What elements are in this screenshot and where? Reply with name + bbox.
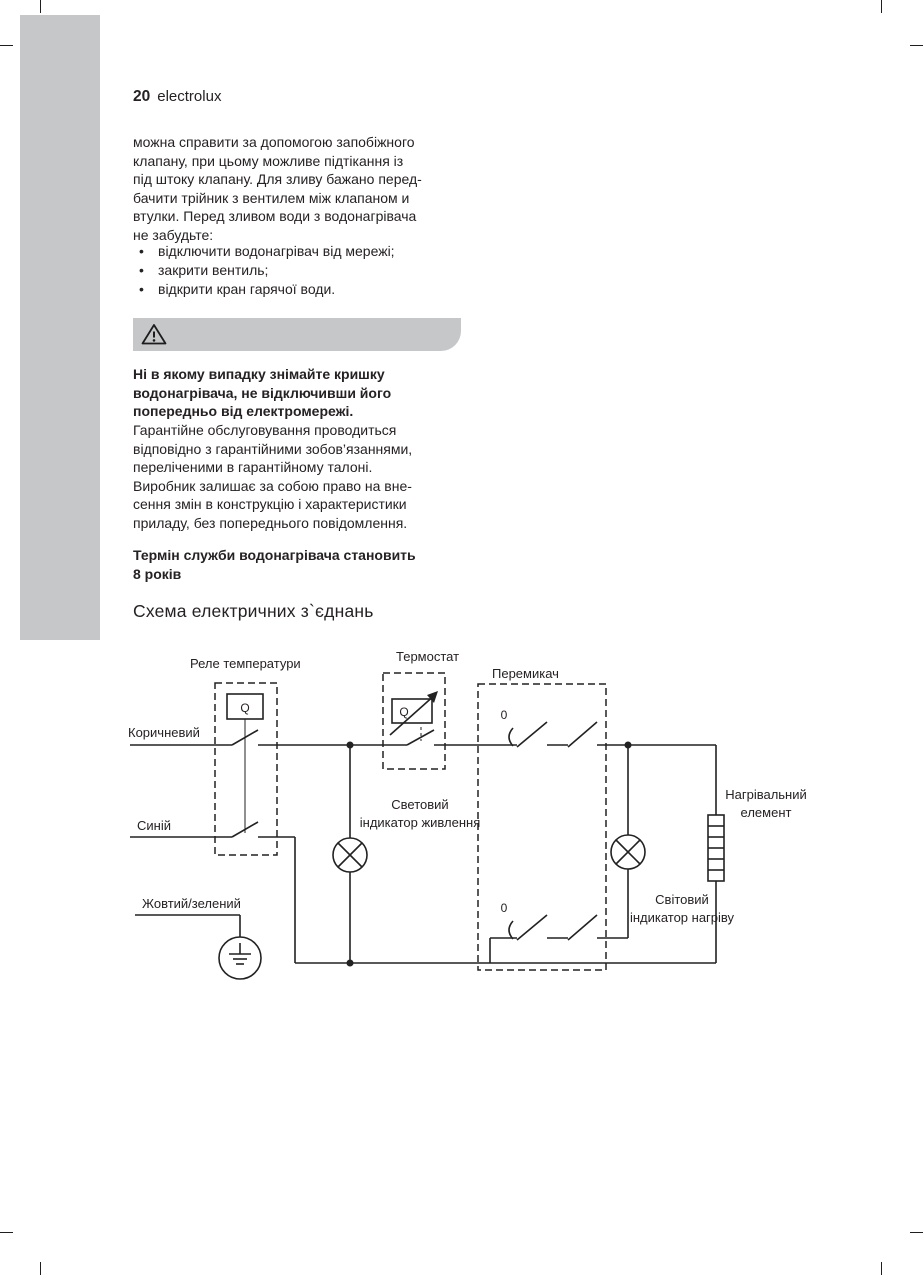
text-line: приладу, без попереднього повідомлення. <box>133 514 408 531</box>
switch-zero-label: 0 <box>501 708 508 722</box>
warning-banner <box>133 318 461 351</box>
heat-lamp-label-line1: Світовий <box>655 892 709 907</box>
junction-dot <box>346 741 354 749</box>
section-heading: Схема електричних з`єднань <box>133 601 374 621</box>
warning-text: Ні в якому випадку знімайте кришку водон… <box>133 365 391 421</box>
warranty-text: Гарантійне обслуговування проводиться ві… <box>133 421 412 532</box>
switch-dashed-box <box>477 683 607 971</box>
power-lamp-label-line2: індикатор живлення <box>360 815 481 830</box>
text-line: Виробник залишає за собою право на вне- <box>133 477 412 494</box>
switch-zero-label: 0 <box>501 901 508 915</box>
junction-dot <box>346 959 354 967</box>
thermostat-symbol: Q <box>389 691 438 746</box>
text-line: Термін служби водонагрівача становить <box>133 547 416 563</box>
brand-logo-text: electrolux <box>157 88 222 105</box>
crop-mark <box>881 0 882 13</box>
switch-label: Перемикач <box>492 666 559 681</box>
crop-mark <box>910 45 923 46</box>
text-line: 8 років <box>133 565 182 582</box>
crop-mark <box>0 1232 13 1233</box>
text-line: Гарантійне обслуговування проводиться <box>133 422 397 438</box>
thermostat-dashed-box <box>382 672 446 770</box>
heating-indicator-lamp <box>610 834 646 870</box>
text-line: не забудьте: <box>133 226 214 243</box>
ground-wire-label: Жовтий/зелений <box>142 896 241 911</box>
bullet-item: відкрити кран гарячої води. <box>133 280 395 299</box>
page-number: 20 <box>133 88 151 105</box>
text-line: Ні в якому випадку знімайте кришку <box>133 366 385 382</box>
blue-wire-label: Синій <box>137 818 171 833</box>
text-line: попередньо від електромережі. <box>133 403 354 419</box>
selector-switch-top: 0 <box>501 708 598 748</box>
heating-element-symbol <box>707 814 725 882</box>
text-line: водонагрівача, не відключивши його <box>133 384 392 401</box>
heat-lamp-label-line2: індикатор нагріву <box>630 910 735 925</box>
crop-mark <box>40 1262 41 1275</box>
thermostat-label: Термостат <box>396 649 459 664</box>
relay-label: Реле температури <box>190 656 301 671</box>
selector-switch-bottom: 0 <box>501 901 598 941</box>
junction-dot <box>624 741 632 749</box>
ground-symbol <box>135 914 262 980</box>
warning-triangle-icon <box>141 324 167 345</box>
power-indicator-lamp <box>332 837 368 873</box>
bullet-item: відключити водонагрівач від мережі; <box>133 242 395 261</box>
bullet-item: закрити вентиль; <box>133 261 395 280</box>
heating-element-label-line2: елемент <box>741 805 792 820</box>
relay-symbol: Q <box>226 693 264 838</box>
heating-element-label-line1: Нагрівальний <box>725 787 807 802</box>
service-life-text: Термін служби водонагрівача становить 8 … <box>133 546 416 583</box>
text-line: переліченими в гарантійному талоні. <box>133 459 373 475</box>
intro-paragraph: можна справити за допомогою запобіжного … <box>133 133 422 244</box>
thermostat-q-label: Q <box>399 705 408 719</box>
text-line: втулки. Перед зливом води з водонагрівач… <box>133 208 417 224</box>
crop-mark <box>40 0 41 13</box>
text-line: під штоку клапану. Для зливу бажано пере… <box>133 171 422 187</box>
relay-dashed-box <box>214 682 278 856</box>
circuit-wires <box>130 741 717 967</box>
text-line: сення змін в конструкцію і характеристик… <box>133 496 407 512</box>
text-line: можна справити за допомогою запобіжного <box>133 134 415 150</box>
crop-mark <box>881 1262 882 1275</box>
text-line: бачити трійник з вентилем між клапаном и <box>133 189 410 206</box>
crop-mark <box>910 1232 923 1233</box>
text-line: клапану, при цьому можливе підтікання із <box>133 152 404 169</box>
brown-wire-label: Коричневий <box>128 725 200 740</box>
bullet-list: відключити водонагрівач від мережі; закр… <box>133 242 395 299</box>
crop-mark <box>0 45 13 46</box>
page-edge-band <box>20 15 100 640</box>
text-line: відповідно з гарантійними зобов’язаннями… <box>133 440 413 457</box>
relay-q-label: Q <box>240 701 249 715</box>
page-header: 20 electrolux <box>133 88 221 106</box>
power-lamp-label-line1: Световий <box>391 797 448 812</box>
